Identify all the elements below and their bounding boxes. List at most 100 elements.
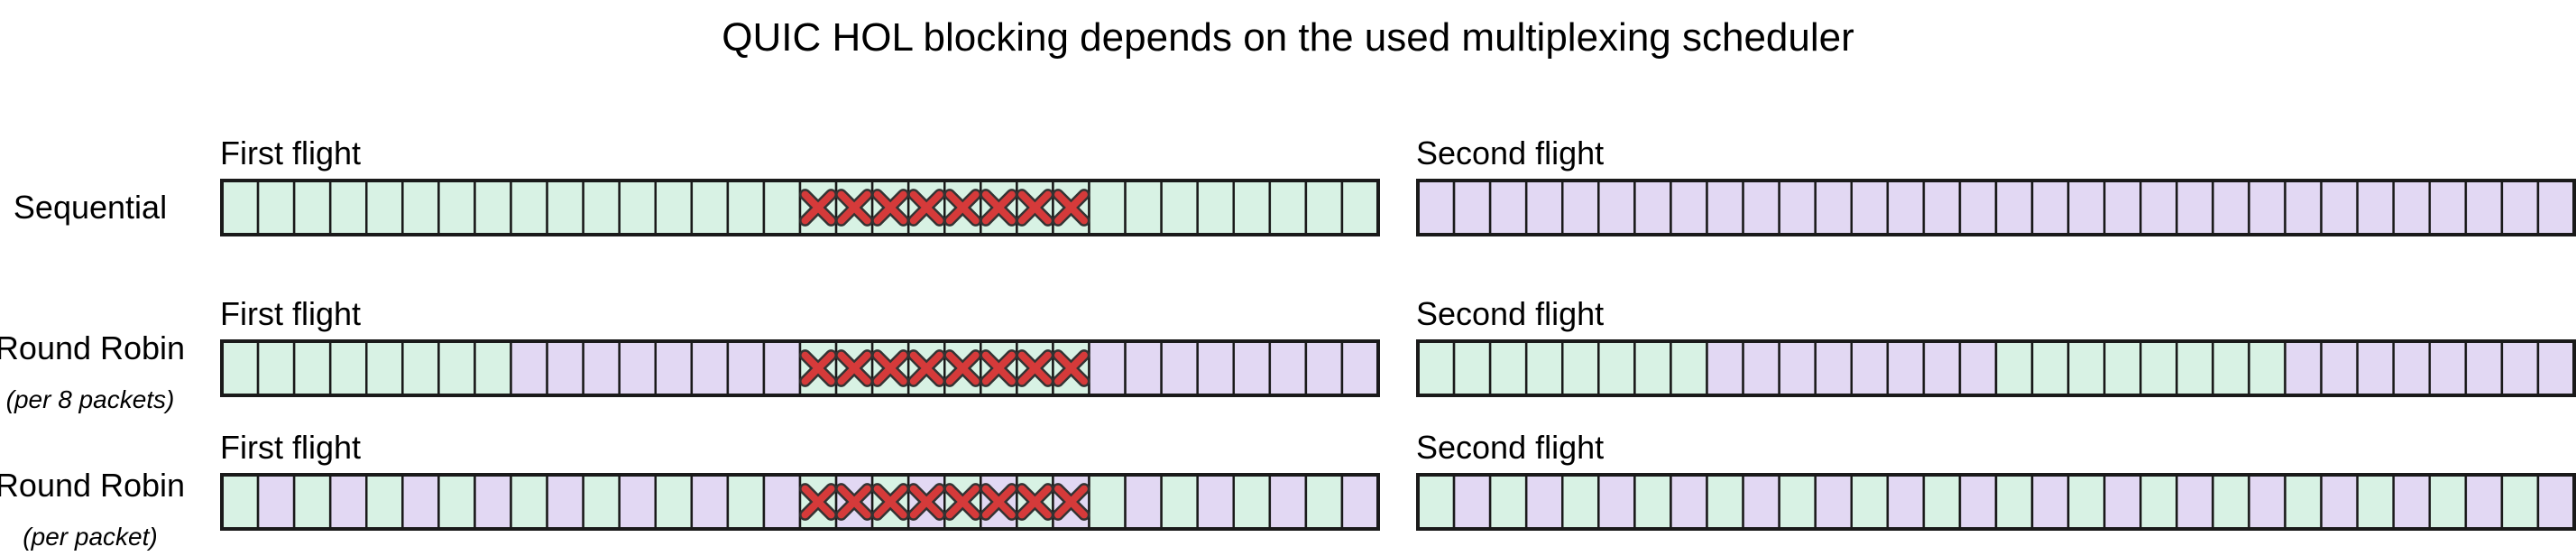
- packet-cell: [256, 339, 296, 397]
- packet-cell: [220, 339, 260, 397]
- packet-cell: [474, 473, 512, 531]
- second-flight: Second flight: [1416, 295, 2576, 397]
- packet-cell: [2464, 473, 2504, 531]
- packet-cell: [690, 473, 730, 531]
- packet-cell: [1561, 179, 1600, 236]
- packet-cell: [726, 339, 766, 397]
- packet-cell: [1452, 339, 1492, 397]
- packet-cell: [1597, 179, 1636, 236]
- packet-cell: [2464, 179, 2504, 236]
- packet-cell: [2320, 179, 2359, 236]
- flight-frame: [1416, 179, 2576, 236]
- packet-cell: [2030, 179, 2070, 236]
- second-flight: Second flight: [1416, 134, 2576, 236]
- first-flight: First flight: [220, 429, 1380, 531]
- packet-cell: [2428, 339, 2468, 397]
- packet-cell: [292, 473, 332, 531]
- packet-cell: [220, 179, 260, 236]
- cross-stroke: [981, 485, 1016, 519]
- packet-cell: [654, 179, 694, 236]
- packet-cell: [1196, 339, 1235, 397]
- lost-packet-icon: [1016, 349, 1054, 387]
- packet-cell: [1850, 339, 1890, 397]
- flight-frame: [220, 339, 1380, 397]
- packet-cell: [2428, 473, 2468, 531]
- packet-cell: [1597, 473, 1636, 531]
- packet-cell: [1670, 339, 1708, 397]
- cross-stroke: [981, 351, 1016, 385]
- packet-cell: [2176, 339, 2214, 397]
- packet-cell: [328, 179, 368, 236]
- packet-cell: [726, 179, 766, 236]
- packet-cell: [690, 179, 730, 236]
- row-sublabel: (per packet): [23, 523, 157, 551]
- packet-cell: [2139, 179, 2178, 236]
- packet-cell: [2284, 339, 2323, 397]
- packet-cell: [1124, 179, 1163, 236]
- packet-cell: [2066, 339, 2106, 397]
- cross-stroke: [873, 351, 907, 385]
- packet-cell: [1814, 339, 1853, 397]
- packet-cell: [1597, 339, 1636, 397]
- cross-stroke: [1054, 485, 1088, 519]
- packet-cell: [726, 473, 766, 531]
- lost-packet-icon: [1052, 189, 1090, 227]
- packet-cell: [510, 179, 548, 236]
- packet-cell: [1488, 339, 1528, 397]
- packet-cell: [510, 473, 548, 531]
- lost-packet-icon: [907, 483, 946, 521]
- packet-cell: [546, 339, 584, 397]
- packet-cell: [1561, 473, 1600, 531]
- packet-cell: [2212, 339, 2250, 397]
- lost-packet-icon: [835, 349, 874, 387]
- lost-packet-icon: [980, 189, 1018, 227]
- flight-label: First flight: [220, 429, 361, 466]
- cross-stroke: [873, 190, 907, 225]
- cross-stroke: [801, 190, 835, 225]
- lost-packet-icon: [871, 349, 910, 387]
- packet-cell: [1958, 339, 1998, 397]
- flight-label: Second flight: [1416, 134, 1604, 171]
- flight-label: First flight: [220, 295, 361, 332]
- packet-cell: [2392, 179, 2431, 236]
- packet-cell: [401, 473, 440, 531]
- packet-cell: [1706, 179, 1744, 236]
- packet-cell: [1268, 473, 1308, 531]
- first-flight: First flight: [220, 134, 1380, 236]
- packet-cell: [1304, 473, 1344, 531]
- packet-cell: [328, 339, 368, 397]
- packet-cell: [437, 473, 476, 531]
- packet-cell: [1742, 339, 1780, 397]
- packet-cell: [1196, 179, 1235, 236]
- packet-cell: [510, 339, 548, 397]
- packet-cell: [1196, 473, 1235, 531]
- packet-cell: [2392, 473, 2431, 531]
- packet-cell: [654, 473, 694, 531]
- packet-cell: [1922, 473, 1962, 531]
- packet-cell: [2139, 473, 2178, 531]
- packet-cell: [2428, 179, 2468, 236]
- packet-cell: [1524, 179, 1564, 236]
- flight-frame: [1416, 339, 2576, 397]
- cross-stroke: [909, 485, 943, 519]
- packet-cell: [1488, 179, 1528, 236]
- packet-cell: [1088, 179, 1127, 236]
- packet-cell: [2500, 179, 2540, 236]
- packet-cell: [762, 179, 802, 236]
- lost-packet-icon: [907, 349, 946, 387]
- lost-packet-icon: [943, 349, 982, 387]
- packet-cell: [582, 473, 621, 531]
- packet-cell: [365, 179, 404, 236]
- packet-cell: [582, 179, 621, 236]
- packet-cell: [1778, 179, 1817, 236]
- packet-cell: [1304, 339, 1344, 397]
- packet-cell: [328, 473, 368, 531]
- cross-stroke: [1054, 351, 1088, 385]
- lost-packet-icon: [1052, 483, 1090, 521]
- packet-cell: [618, 339, 657, 397]
- lost-packet-icon: [980, 483, 1018, 521]
- lost-packet-icon: [871, 483, 910, 521]
